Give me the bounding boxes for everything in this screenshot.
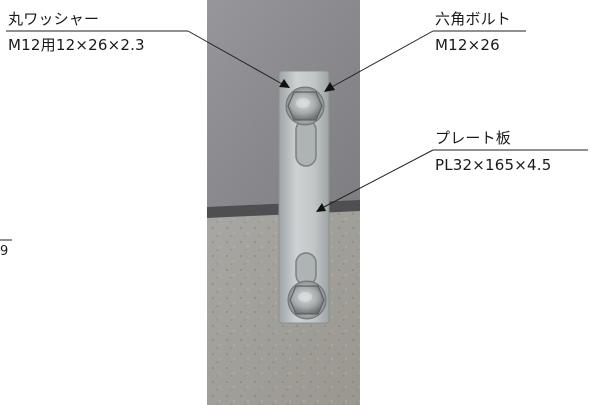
plate-leader-line [321,149,434,209]
washer-label-name: 丸ワッシャー [8,10,100,28]
bolt-label-spec: M12×26 [435,36,500,54]
bolt-label-name: 六角ボルト [435,10,512,28]
bolt-leader-arrow [324,82,335,92]
washer-leader-line [187,30,285,86]
plate-label-name: プレート板 [435,129,512,147]
side-page-number: 9 [0,244,9,259]
washer-label-spec: M12用12×26×2.3 [8,36,145,54]
plate-leader-arrow [316,203,326,212]
plate-label-spec: PL32×165×4.5 [435,156,552,174]
washer-leader-arrow [279,79,290,88]
bolt-leader-line [329,30,434,89]
